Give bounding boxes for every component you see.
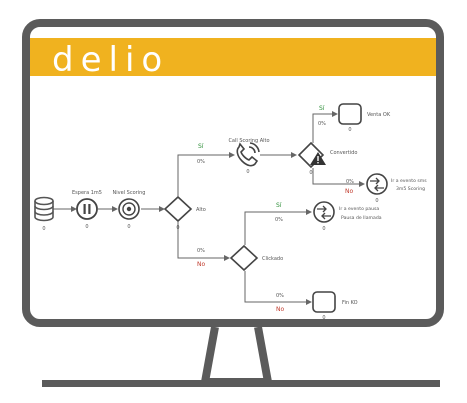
conv-no-pct: 0% [346,179,354,185]
goto-event-icon[interactable] [366,173,388,195]
phone-icon[interactable] [236,142,260,167]
goto-event-2-label-line2: Pausa de llamada [341,215,382,221]
alto-no-label: No [197,261,205,268]
decision-clickado-diamond[interactable] [229,244,259,272]
workflow-edges [53,111,365,305]
click-no-label: No [276,306,284,313]
goto-event-icon[interactable] [313,201,335,223]
decision-alto-count: 0 [176,225,179,231]
conv-yes-label: Sí [319,105,325,112]
goto-event-2-label-line1: Ir a evento pausa [339,206,379,212]
decision-alto-label: Alto [196,207,206,213]
fin-ko-count: 0 [322,315,325,321]
brand-bar [30,38,436,76]
click-yes-pct: 0% [275,217,283,223]
pause-icon[interactable] [76,198,98,220]
monitor-neck [200,326,273,386]
alto-no-pct: 0% [197,248,205,254]
database-icon[interactable] [34,196,54,222]
goto-event-1-label-line2: 3m5 Scoring [396,186,425,192]
call-scoring-count: 0 [246,169,249,175]
fin-ko-label: Fin KO [342,300,358,306]
decision-convertido-label: Convertido [330,150,357,156]
click-yes-label: Sí [276,202,282,209]
venta-ok-count: 0 [348,127,351,133]
monitor-frame [22,19,444,327]
conv-yes-pct: 0% [318,121,326,127]
fin-ko-box[interactable] [312,291,336,313]
warning-icon [310,152,326,165]
venta-ok-box[interactable] [338,103,362,125]
alto-yes-label: Sí [198,143,204,150]
goto-event-1-count: 0 [375,198,378,204]
wait-count: 0 [85,224,88,230]
decision-convertido-count: 0 [309,170,312,176]
call-scoring-label: Call Scoring Alto [228,138,269,144]
venta-ok-label: Venta OK [367,112,391,118]
decision-alto-diamond[interactable] [163,195,193,223]
click-no-pct: 0% [276,293,284,299]
wait-label: Espera 1m5 [72,190,102,196]
conv-no-label: No [345,188,353,195]
level-scoring-count: 0 [127,224,130,230]
alto-yes-pct: 0% [197,159,205,165]
target-icon[interactable] [118,198,140,220]
monitor-base [42,380,440,387]
database-count: 0 [42,226,45,232]
goto-event-1-label-line1: Ir a evento sms [391,178,427,184]
goto-event-2-count: 0 [322,226,325,232]
decision-clickado-label: Clickado [262,256,283,262]
brand-logo: delio [52,40,169,80]
level-scoring-label: Nivel Scoring [113,190,146,196]
workflow-diagram: 0 Espera 1m5 0 Nivel Scoring 0 Alto 0 Sí… [34,103,427,321]
